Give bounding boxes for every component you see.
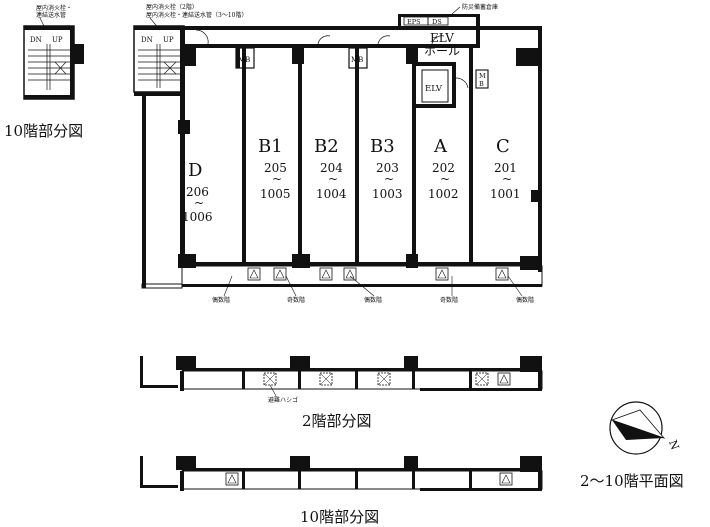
unit-A: A 202 ~ 1002 bbox=[428, 136, 459, 201]
unit-room-tilde: ~ bbox=[328, 172, 338, 186]
north-compass: N bbox=[609, 401, 682, 455]
unit-room-top: 204 bbox=[320, 161, 343, 175]
unit-room-tilde: ~ bbox=[194, 196, 204, 210]
even-floor-label-2: 偶数階 bbox=[364, 296, 382, 304]
even-floor-label-3: 偶数階 bbox=[516, 296, 534, 304]
escape-ladder-label: 避難ハシゴ bbox=[268, 396, 298, 404]
stair-up-label: UP bbox=[52, 36, 63, 44]
compass-north-label: N bbox=[666, 438, 682, 452]
unit-room-tilde: ~ bbox=[384, 172, 394, 186]
unit-room-tilde: ~ bbox=[502, 172, 512, 186]
mb-split-line2: B bbox=[479, 80, 484, 88]
ds-label: DS bbox=[432, 18, 442, 26]
caption-floor2: 2階部分図 bbox=[302, 412, 372, 430]
unit-room-bottom: 1006 bbox=[182, 210, 213, 224]
eps-label: EPS bbox=[407, 18, 421, 26]
unit-room-tilde: ~ bbox=[440, 172, 450, 186]
unit-name: B2 bbox=[314, 136, 339, 157]
unit-name: B3 bbox=[370, 136, 395, 157]
unit-room-top: 202 bbox=[432, 161, 455, 175]
stair-dn-label: DN bbox=[30, 36, 42, 44]
stair-treads-top bbox=[28, 44, 70, 90]
elv-car-label: ELV bbox=[425, 84, 443, 94]
unit-room-bottom: 1004 bbox=[316, 187, 347, 201]
odd-floor-label-2: 奇数階 bbox=[440, 296, 458, 304]
unit-room-top: 205 bbox=[264, 161, 287, 175]
odd-floor-label-1: 奇数階 bbox=[287, 296, 305, 304]
caption-typical-plan: 2〜10階平面図 bbox=[580, 472, 684, 490]
typical-floor-plan: 屋内消火栓（2階） 屋内消火栓・連結送水管（3〜10階） 防災備蓄倉庫 DN U… bbox=[133, 3, 543, 304]
unit-name: A bbox=[433, 136, 448, 157]
unit-name: C bbox=[496, 136, 510, 157]
even-floor-label-1: 偶数階 bbox=[212, 296, 230, 304]
caption-floor10-top: 10階部分図 bbox=[4, 122, 83, 140]
mb-label-2: MB bbox=[351, 56, 363, 64]
main-stair-up-label: UP bbox=[163, 36, 174, 44]
elv-hall-line1: ELV bbox=[430, 31, 454, 45]
unit-room-top: 201 bbox=[494, 161, 517, 175]
unit-room-bottom: 1002 bbox=[428, 187, 459, 201]
main-stair-dn-label: DN bbox=[141, 36, 153, 44]
unit-B1: B1 205 ~ 1005 bbox=[258, 136, 291, 201]
unit-B2: B2 204 ~ 1004 bbox=[314, 136, 347, 201]
hydrant-note-main-1: 屋内消火栓（2階） bbox=[146, 3, 198, 11]
unit-room-top: 203 bbox=[376, 161, 399, 175]
unit-room-bottom: 1001 bbox=[490, 187, 521, 201]
disaster-storage-label: 防災備蓄倉庫 bbox=[462, 3, 498, 11]
unit-room-tilde: ~ bbox=[272, 172, 282, 186]
unit-D: D 206 ~ 1006 bbox=[182, 160, 213, 224]
unit-B3: B3 203 ~ 1003 bbox=[370, 136, 403, 201]
hydrant-note-left-line2: 連結送水管 bbox=[36, 11, 66, 19]
floor10-partial-plan: 10階部分図 bbox=[140, 456, 543, 526]
floor10-stair-plan: 屋内消火栓・ 連結送水管 DN UP 10階部分図 bbox=[4, 4, 84, 140]
unit-room-bottom: 1005 bbox=[260, 187, 291, 201]
hydrant-note-left-line1: 屋内消火栓・ bbox=[36, 4, 72, 12]
unit-name: B1 bbox=[258, 136, 283, 157]
hydrant-note-main-2: 屋内消火栓・連結送水管（3〜10階） bbox=[146, 11, 247, 19]
floor2-partial-plan: 避難ハシゴ 2階部分図 bbox=[140, 356, 543, 430]
elv-hall-line2: ホール bbox=[424, 44, 460, 58]
caption-floor10-bottom: 10階部分図 bbox=[300, 508, 379, 526]
stair-treads-main bbox=[138, 44, 180, 88]
unit-C: C 201 ~ 1001 bbox=[490, 136, 521, 201]
unit-room-bottom: 1003 bbox=[372, 187, 403, 201]
unit-room-top: 206 bbox=[186, 185, 209, 199]
mb-label-1: MB bbox=[238, 56, 250, 64]
mb-split-line1: M bbox=[479, 72, 486, 80]
unit-name: D bbox=[188, 160, 202, 181]
